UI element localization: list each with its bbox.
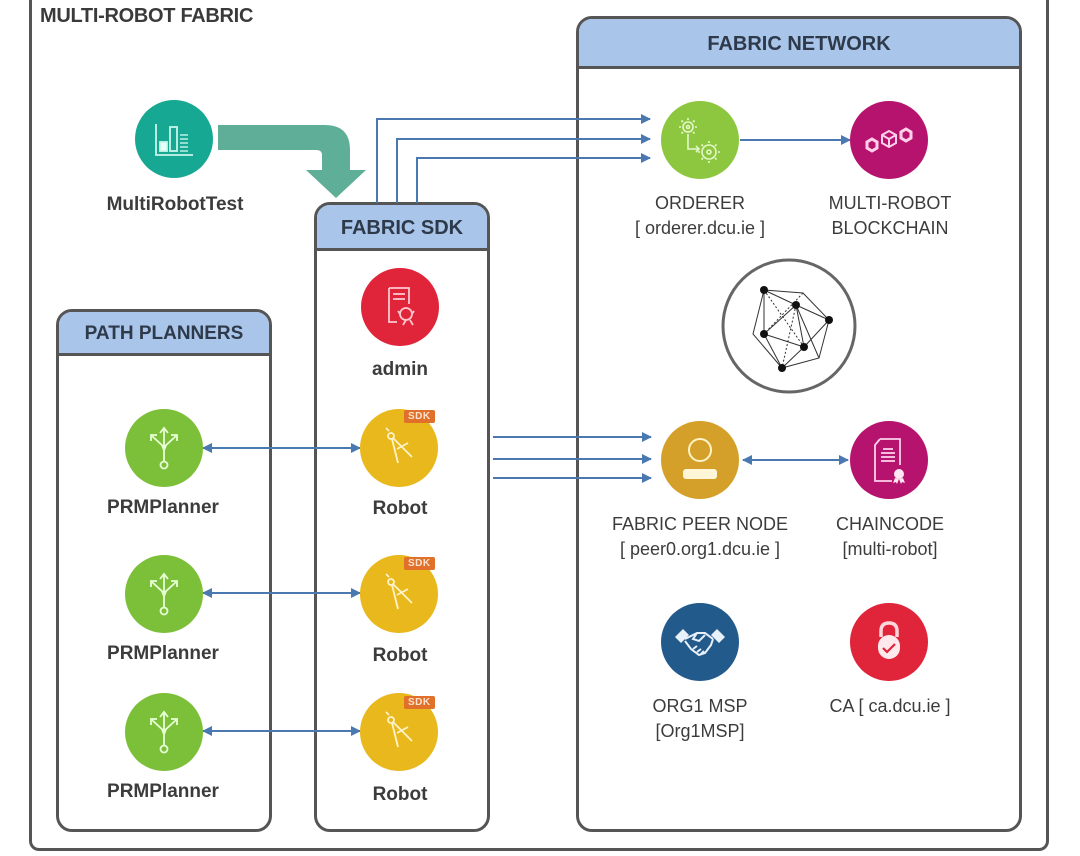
bar-chart-icon [155, 124, 193, 156]
prm-planner-label-3: PRMPlanner [107, 781, 219, 802]
ca-node[interactable] [850, 603, 928, 681]
path-branch-icon [150, 710, 178, 754]
blockchain-title-line-2: BLOCKCHAIN [831, 218, 949, 238]
msp-node[interactable] [661, 603, 739, 681]
compass-icon [385, 427, 413, 464]
sdk-badge-3: SDK [404, 696, 435, 709]
compass-icon [385, 711, 413, 748]
blockchain-icon [865, 127, 913, 153]
blockchain-node[interactable] [850, 101, 928, 179]
hyperledger-logo [720, 257, 858, 395]
outer-frame [29, 0, 1049, 851]
path-planners-header: PATH PLANNERS [59, 312, 269, 356]
gears-icon [679, 118, 720, 163]
multirobottest-node[interactable] [135, 100, 213, 178]
orderer-node[interactable] [661, 101, 739, 179]
user-icon [683, 438, 717, 479]
admin-label: admin [372, 359, 428, 380]
sdk-badge-1: SDK [404, 410, 435, 423]
fabric-network-box: FABRIC NETWORK [576, 16, 1022, 832]
sdk-badge-2: SDK [404, 557, 435, 570]
prm-planner-node-2[interactable] [125, 555, 203, 633]
chaincode-node[interactable] [850, 421, 928, 499]
lock-icon [878, 621, 900, 659]
contract-icon [874, 438, 905, 484]
prm-planner-node-1[interactable] [125, 409, 203, 487]
hyperledger-logo-icon [721, 258, 857, 394]
peer-node[interactable] [661, 421, 739, 499]
peer-address: [ peer0.org1.dcu.ie ] [619, 539, 781, 559]
diagram-title: MULTI-ROBOT FABRIC [40, 5, 254, 27]
fabric-network-header: FABRIC NETWORK [579, 19, 1019, 69]
msp-id: [Org1MSP] [655, 721, 745, 741]
msp-title: ORG1 MSP [652, 696, 748, 716]
ca-label: CA [ ca.dcu.ie ] [829, 696, 951, 716]
robot-label-2: Robot [372, 645, 428, 666]
fabric-sdk-header: FABRIC SDK [317, 205, 487, 251]
robot-label-3: Robot [372, 784, 428, 805]
compass-icon [385, 573, 413, 610]
handshake-icon [675, 629, 725, 657]
orderer-address: [ orderer.dcu.ie ] [634, 218, 766, 238]
chaincode-title: CHAINCODE [835, 514, 945, 534]
multirobottest-label: MultiRobotTest [106, 194, 244, 215]
admin-node[interactable] [361, 268, 439, 346]
chaincode-name: [multi-robot] [842, 539, 938, 559]
path-branch-icon [150, 572, 178, 616]
robot-label-1: Robot [372, 498, 428, 519]
blockchain-title-line-1: MULTI-ROBOT [828, 193, 952, 213]
peer-title: FABRIC PEER NODE [611, 514, 789, 534]
certificate-icon [388, 287, 415, 326]
orderer-title: ORDERER [654, 193, 746, 213]
prm-planner-node-3[interactable] [125, 693, 203, 771]
prm-planner-label-1: PRMPlanner [107, 497, 219, 518]
prm-planner-label-2: PRMPlanner [107, 643, 219, 664]
path-branch-icon [150, 426, 178, 470]
